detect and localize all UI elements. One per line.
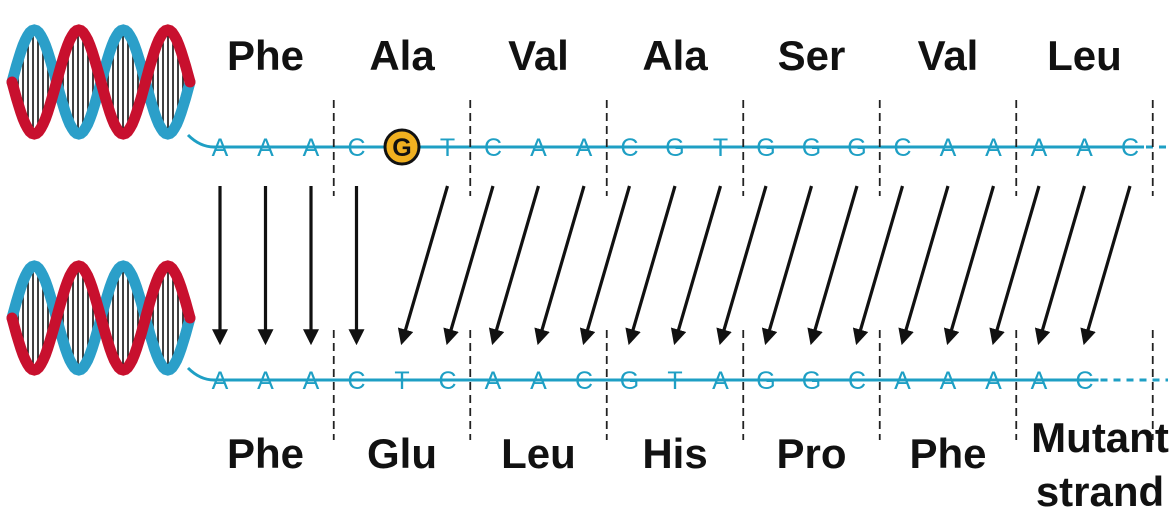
mutant-base: T [394, 367, 409, 395]
original-base: C [347, 134, 365, 162]
original-amino-acid: Ser [778, 32, 846, 79]
mutant-base: C [347, 367, 365, 395]
base-mapping-arrows [212, 185, 1132, 346]
original-base: A [1031, 134, 1048, 162]
mutant-base: A [303, 367, 320, 395]
mapping-arrow [716, 185, 768, 346]
mutant-strand-label-line2: strand [1036, 468, 1164, 515]
original-base: C [1121, 134, 1139, 162]
mapping-arrow [1080, 185, 1132, 346]
mapping-arrow [443, 185, 495, 346]
original-amino-acid: Ala [642, 32, 708, 79]
original-amino-acid: Phe [227, 32, 304, 79]
mutant-amino-acid: Pro [776, 430, 846, 477]
mutant-base: T [667, 367, 682, 395]
mapping-arrow [1034, 185, 1087, 346]
dna-helix-icon [6, 24, 196, 140]
original-amino-acid: Ala [369, 32, 435, 79]
mutant-base: A [940, 367, 957, 395]
mutant-base: G [620, 367, 639, 395]
dna-helix-icon [6, 260, 196, 376]
original-base: G [847, 134, 866, 162]
original-amino-acid: Val [918, 32, 979, 79]
codon-separators [332, 100, 1154, 440]
mapping-arrow [488, 185, 541, 346]
original-base: G [802, 134, 821, 162]
original-amino-acid: Val [508, 32, 569, 79]
mapping-arrow [579, 185, 632, 346]
mutant-base: A [257, 367, 274, 395]
mapping-arrow [852, 185, 905, 346]
mutant-amino-acids: Phe Glu Leu His Pro Phe [227, 430, 987, 477]
strand-backbones [186, 133, 1168, 382]
mutant-base: A [894, 367, 911, 395]
mutant-base: A [712, 367, 729, 395]
original-base: A [940, 134, 957, 162]
mapping-arrow [761, 185, 814, 346]
original-base: G [665, 134, 684, 162]
mutant-base: A [1031, 367, 1048, 395]
mutant-base: C [575, 367, 593, 395]
original-base: C [484, 134, 502, 162]
original-base: A [212, 134, 229, 162]
mutant-amino-acid: His [642, 430, 707, 477]
original-amino-acid: Leu [1047, 32, 1122, 79]
original-base: C [620, 134, 638, 162]
mutant-base: G [802, 367, 821, 395]
mutant-base: C [438, 367, 456, 395]
mutant-amino-acid: Phe [909, 430, 986, 477]
mutant-base: A [485, 367, 502, 395]
mapping-arrow [943, 185, 996, 346]
original-base: A [576, 134, 593, 162]
original-base: G [756, 134, 775, 162]
original-base: A [530, 134, 547, 162]
mutant-strand-label-line1: Mutant [1031, 414, 1169, 461]
mutant-base: A [985, 367, 1002, 395]
original-base: A [1076, 134, 1093, 162]
original-base: A [303, 134, 320, 162]
mutant-base: C [848, 367, 866, 395]
mapping-arrow [807, 185, 859, 346]
mapping-arrow [989, 185, 1041, 346]
mapping-arrow [670, 185, 723, 346]
original-base: T [713, 134, 728, 162]
inserted-base: G [392, 134, 411, 162]
mutant-amino-acid: Glu [367, 430, 437, 477]
mapping-arrow [534, 185, 586, 346]
original-base: A [257, 134, 274, 162]
original-base: C [893, 134, 911, 162]
mapping-arrow [397, 185, 450, 346]
mutant-amino-acid: Leu [501, 430, 576, 477]
mutant-amino-acid: Phe [227, 430, 304, 477]
mapping-arrow [625, 185, 677, 346]
original-base: A [985, 134, 1002, 162]
original-amino-acids: Phe Ala Val Ala Ser Val Leu [227, 32, 1122, 79]
mutant-base: A [530, 367, 547, 395]
mutant-base: C [1075, 367, 1093, 395]
original-base: T [440, 134, 455, 162]
mutant-base: G [756, 367, 775, 395]
mutant-base: A [212, 367, 229, 395]
mapping-arrow [898, 185, 950, 346]
inserted-base-highlight [383, 128, 421, 166]
